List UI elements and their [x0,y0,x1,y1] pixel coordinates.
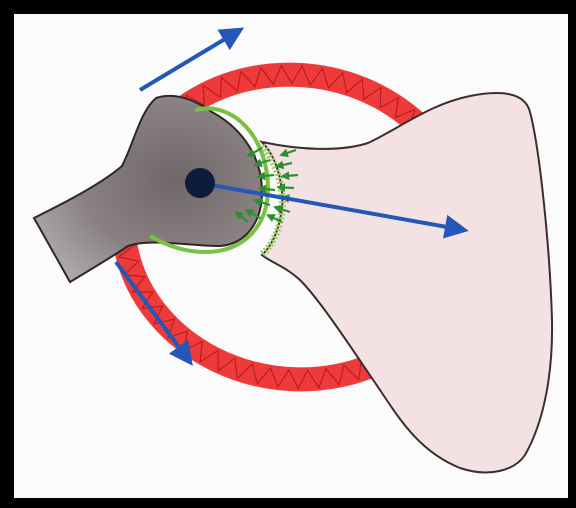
compression-arrow-icon [259,189,275,191]
compression-arrow-icon [278,187,294,188]
center-of-rotation-icon [185,168,215,198]
inferior-force-arrow-icon [116,262,190,362]
compression-arrow-icon [282,175,298,176]
scapula-glenoid [262,93,552,472]
